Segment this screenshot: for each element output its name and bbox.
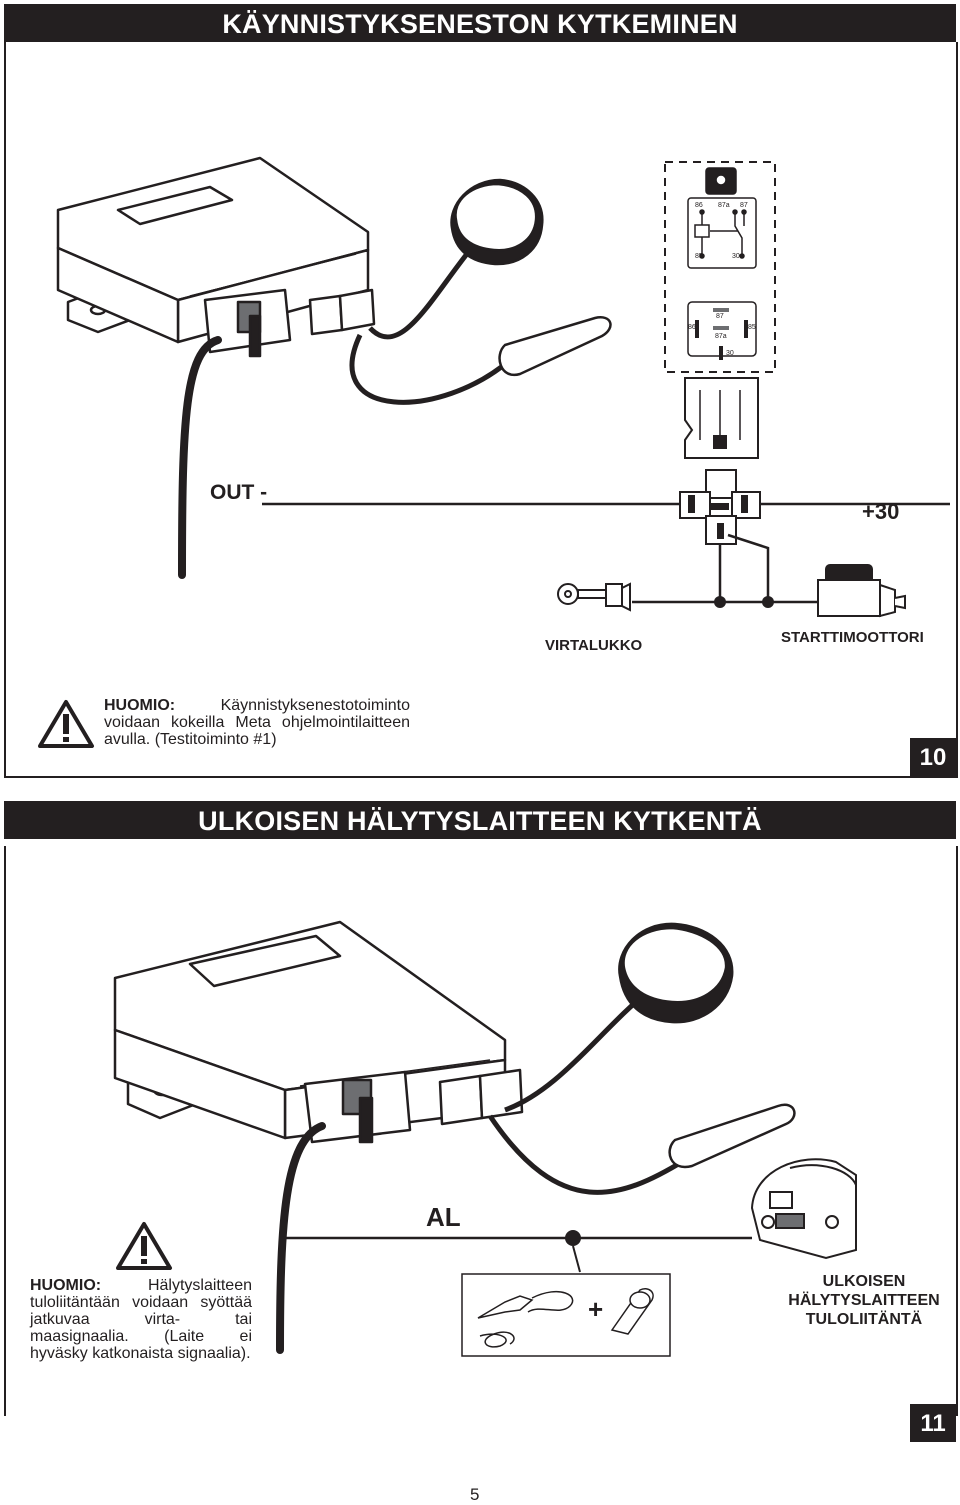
sensor-probe-1	[498, 316, 612, 377]
figure-frame-immobilizer	[4, 42, 958, 778]
al-wire	[276, 1122, 326, 1354]
control-unit-1	[56, 156, 376, 358]
sensor-probe-2	[668, 1103, 796, 1169]
note-text-rest: voidaan kokeilla Meta ohjelmointilaittee…	[104, 714, 410, 748]
section-title-external-alarm: ULKOISEN HÄLYTYSLAITTEEN KYTKENTÄ	[4, 801, 956, 839]
external-alarm-note: HUOMIO: Hälytyslaitteen tuloliitäntään v…	[30, 1277, 252, 1362]
note-text-first: Käynnistyksenestotoiminto	[220, 697, 410, 714]
socket-pin-86: 86	[688, 324, 696, 331]
sensor-cable-1	[349, 333, 512, 405]
out-minus-label: OUT -	[210, 481, 268, 504]
soldering-iron-icon	[477, 1290, 574, 1348]
page-number: 5	[470, 1485, 480, 1504]
relay-pin-30: 30	[732, 253, 740, 260]
relay-pin-85: 85	[695, 253, 703, 260]
relay-pin-86: 86	[695, 202, 703, 209]
relay-dashed-box	[664, 161, 776, 373]
relay-icon	[687, 167, 757, 269]
socket-pin-30: 30	[726, 350, 734, 357]
gps-antenna-icon	[618, 922, 734, 1024]
relay-pin-87a: 87a	[718, 202, 730, 209]
figure-number-11: 11	[910, 1404, 956, 1442]
plus30-label: +30	[862, 499, 900, 524]
external-alarm-input-label: ULKOISEN HÄLYTYSLAITTEEN TULOLIITÄNTÄ	[788, 1273, 940, 1328]
ignition-lock-label: VIRTALUKKO	[545, 637, 643, 654]
antenna-cable-1	[368, 248, 472, 340]
starter-motor-label: STARTTIMOOTTORI	[781, 629, 924, 646]
socket-pin-87: 87	[716, 313, 724, 320]
socket-pin-87a: 87a	[715, 333, 727, 340]
section-title-immobilizer: KÄYNNISTYKSENESTON KYTKEMINEN	[4, 4, 956, 42]
starter-motor-icon	[817, 564, 906, 618]
note-text-rest: tuloliitäntään voidaan syöttää jatkuvaa …	[30, 1294, 252, 1362]
relay-connector	[684, 377, 759, 459]
insulation-tape-icon	[610, 1288, 654, 1335]
gps-antenna-icon	[450, 178, 544, 266]
warning-triangle-icon	[116, 1222, 172, 1270]
relay-base	[679, 469, 761, 545]
plus-sign: +	[588, 1294, 604, 1324]
control-unit-2	[113, 920, 524, 1144]
siren-icon	[750, 1158, 857, 1260]
al-label: AL	[426, 1202, 461, 1232]
ignition-key-icon	[557, 582, 631, 612]
sensor-cable-2	[487, 1114, 687, 1195]
relay-pin-87: 87	[740, 202, 748, 209]
note-heading: HUOMIO:	[30, 1277, 102, 1294]
figure-number-10: 10	[910, 738, 956, 776]
out-wire	[178, 336, 222, 579]
note-text-first: Hälytyslaitteen	[147, 1277, 252, 1294]
note-heading: HUOMIO:	[104, 697, 176, 714]
warning-triangle-icon	[38, 700, 94, 748]
socket-pin-85: 85	[748, 324, 756, 331]
relay-socket-diagram	[687, 301, 757, 360]
figure-frame-external-alarm	[4, 846, 958, 1416]
immobilizer-note: HUOMIO: Käynnistyksenestotoiminto voidaa…	[104, 697, 410, 748]
